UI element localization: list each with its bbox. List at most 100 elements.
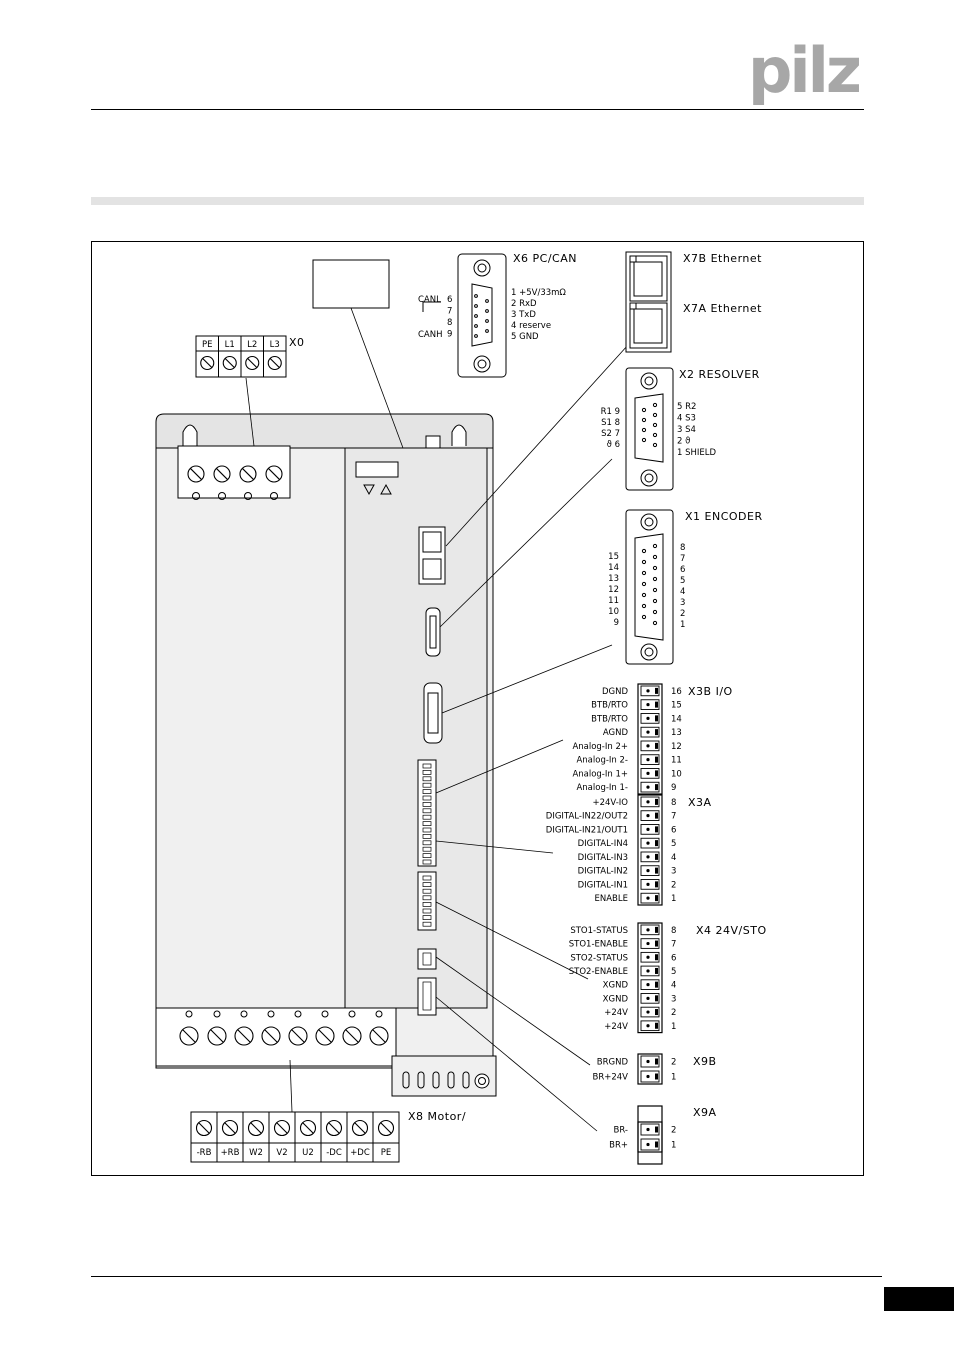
footer-rule — [91, 1276, 882, 1277]
pilz-logo: pilz — [748, 34, 862, 107]
x4-title: X4 24V/STO — [696, 924, 767, 937]
x3b-signal-label: BTB/RTO — [591, 701, 628, 711]
x4-pin-number: 6 — [671, 953, 676, 963]
x2-right-pin: 2 ϑ — [677, 437, 690, 447]
x4-signal-label: STO2-ENABLE — [569, 967, 628, 977]
x3b-pin-number: 13 — [671, 728, 682, 738]
x3b-signal-label: DGND — [602, 687, 628, 697]
page-number-tab — [884, 1287, 954, 1311]
leader-lines — [245, 307, 629, 1132]
x3a-signal-label: DIGITAL-IN2 — [578, 867, 628, 877]
x1-left-pin: 10 — [608, 607, 619, 617]
x4-signal-label: STO1-STATUS — [570, 926, 628, 936]
x3a-pin-number: 6 — [671, 825, 676, 835]
x8-terminal-label: -RB — [197, 1148, 212, 1158]
x1-encoder-connector — [625, 509, 674, 665]
x3a-pin-number: 8 — [671, 798, 676, 808]
x3a-pin-number: 2 — [671, 880, 676, 890]
screw-icon — [265, 465, 283, 483]
diagram-frame — [91, 241, 864, 1176]
x1-right-pin: 6 — [680, 565, 685, 575]
x6-pin-label: 5 GND — [511, 332, 539, 342]
x3b-signal-label: BTB/RTO — [591, 714, 628, 724]
x1-right-pin: 5 — [680, 576, 685, 586]
x6-pin-label: 4 reserve — [511, 321, 551, 331]
x2-left-pin: R1 9 — [601, 407, 620, 417]
x3b-signal-label: Analog-In 2- — [576, 756, 628, 766]
x2-left-pin: S1 8 — [601, 418, 620, 428]
x4-signal-label: XGND — [603, 981, 629, 991]
x8-terminal-label: +RB — [221, 1148, 240, 1158]
x3a-pin-number: 4 — [671, 853, 676, 863]
x2-resolver-connector — [625, 367, 674, 491]
x9b-signal-label: BRGND — [597, 1058, 629, 1068]
screw-icon — [288, 1026, 308, 1046]
screw-icon — [234, 1026, 254, 1046]
screw-icon — [213, 465, 231, 483]
screw-icon — [200, 355, 215, 371]
x4-signal-label: +24V — [604, 1008, 628, 1018]
screw-icon — [273, 1119, 291, 1137]
x6-pin-label: 1 +5V/33mΩ — [511, 288, 566, 298]
x3b-title: X3B I/O — [688, 685, 733, 698]
x8-title: X8 Motor/ — [408, 1110, 466, 1123]
screw-icon — [267, 355, 282, 371]
screw-icon — [369, 1026, 389, 1046]
x1-right-pin: 3 — [680, 598, 685, 608]
x0-terminal-label: L1 — [225, 340, 235, 350]
x6-side-pin: 9 — [447, 330, 452, 340]
x9b-pin-number: 1 — [671, 1073, 676, 1083]
x0-terminal-label: L3 — [270, 340, 280, 350]
x3b-pin-number: 15 — [671, 701, 682, 711]
x2-right-pin: 3 S4 — [677, 425, 696, 435]
x6-pin-label: 3 TxD — [511, 310, 536, 320]
x1-right-pin: 7 — [680, 554, 685, 564]
x6-canh-label: CANH — [418, 330, 443, 340]
x6-side-pin: 7 — [447, 307, 452, 317]
x6-pin-label: 2 RxD — [511, 299, 537, 309]
x1-title: X1 ENCODER — [685, 510, 763, 523]
x1-left-pin: 15 — [608, 552, 619, 562]
x3a-pin-number: 7 — [671, 812, 676, 822]
section-band — [91, 197, 864, 205]
screw-icon — [179, 1026, 199, 1046]
x3a-pin-number: 5 — [671, 839, 676, 849]
x9a-pin-number: 2 — [671, 1126, 676, 1136]
screw-icon — [245, 355, 260, 371]
x9b-signal-label: BR+24V — [593, 1073, 629, 1083]
display-label-box — [312, 259, 390, 309]
x9a-signal-label: BR+ — [609, 1141, 628, 1151]
x6-dsub-connector — [422, 253, 507, 378]
x6-canl-label: CANL — [418, 295, 441, 305]
x1-right-pin: 8 — [680, 543, 685, 553]
x7b-title: X7B Ethernet — [683, 252, 762, 265]
x3b-signal-label: Analog-In 2+ — [572, 742, 628, 752]
x3a-title: X3A — [688, 796, 712, 809]
x9a-pin-number: 1 — [671, 1141, 676, 1151]
x1-right-pin: 1 — [680, 620, 685, 630]
x3b-pin-number: 11 — [671, 756, 682, 766]
x4-pin-number: 3 — [671, 994, 676, 1004]
screw-icon — [342, 1026, 362, 1046]
x8-terminal-label: V2 — [276, 1148, 287, 1158]
screw-icon — [261, 1026, 281, 1046]
x1-left-pin: 12 — [608, 585, 619, 595]
x3a-signal-label: DIGITAL-IN21/OUT1 — [546, 825, 628, 835]
x8-terminal-label: -DC — [326, 1148, 342, 1158]
x7a-title: X7A Ethernet — [683, 302, 762, 315]
x1-left-pin: 9 — [614, 618, 619, 628]
x9b-title: X9B — [693, 1055, 717, 1068]
x9a-connector: BR-2BR+1 — [609, 1105, 676, 1165]
x4-pin-number: 5 — [671, 967, 676, 977]
x6-side-pin: 6 — [447, 295, 452, 305]
x0-title: X0 — [289, 336, 305, 349]
x3b-pin-number: 16 — [671, 687, 682, 697]
x4-pin-number: 4 — [671, 981, 676, 991]
x8-terminal-label: +DC — [350, 1148, 370, 1158]
screw-icon — [299, 1119, 317, 1137]
